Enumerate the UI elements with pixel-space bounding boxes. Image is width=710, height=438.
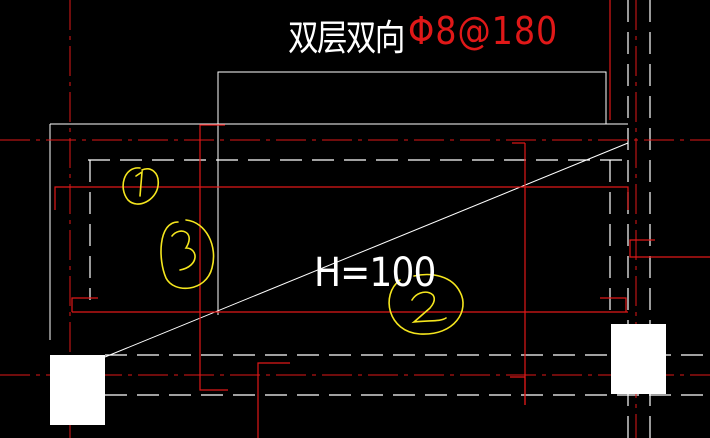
rebar-spec-label: Φ8@180 bbox=[408, 9, 559, 53]
rebar-column-foot bbox=[510, 376, 526, 405]
slab-reinforcement-title: 双层双向 bbox=[288, 18, 405, 59]
marker-3 bbox=[160, 219, 215, 290]
rebar-2 bbox=[71, 297, 98, 312]
rebar-2-end bbox=[600, 297, 627, 312]
rebar-lines bbox=[54, 0, 710, 438]
column-left bbox=[50, 355, 105, 425]
slab-outline bbox=[49, 71, 629, 358]
rebar-bottom-left bbox=[257, 362, 290, 438]
hand-annotations bbox=[122, 167, 464, 335]
rebar-3 bbox=[199, 124, 228, 391]
marker-2 bbox=[388, 273, 464, 335]
diagonal-opening-line bbox=[104, 142, 629, 358]
marker-3-circle bbox=[160, 219, 215, 290]
upper-room-outline bbox=[217, 71, 607, 315]
marker-2-circle bbox=[388, 273, 464, 335]
rebar-1 bbox=[54, 186, 629, 210]
rebar-right-bracket bbox=[629, 239, 710, 258]
slab-thickness-label: H=100 bbox=[314, 250, 436, 296]
marker-1 bbox=[122, 167, 160, 205]
marker-1-circle bbox=[122, 167, 160, 205]
columns bbox=[50, 324, 666, 425]
marker-1-glyph bbox=[135, 170, 143, 197]
column-right bbox=[611, 324, 666, 394]
marker-2-glyph bbox=[411, 291, 447, 324]
marker-3-glyph bbox=[171, 230, 196, 271]
